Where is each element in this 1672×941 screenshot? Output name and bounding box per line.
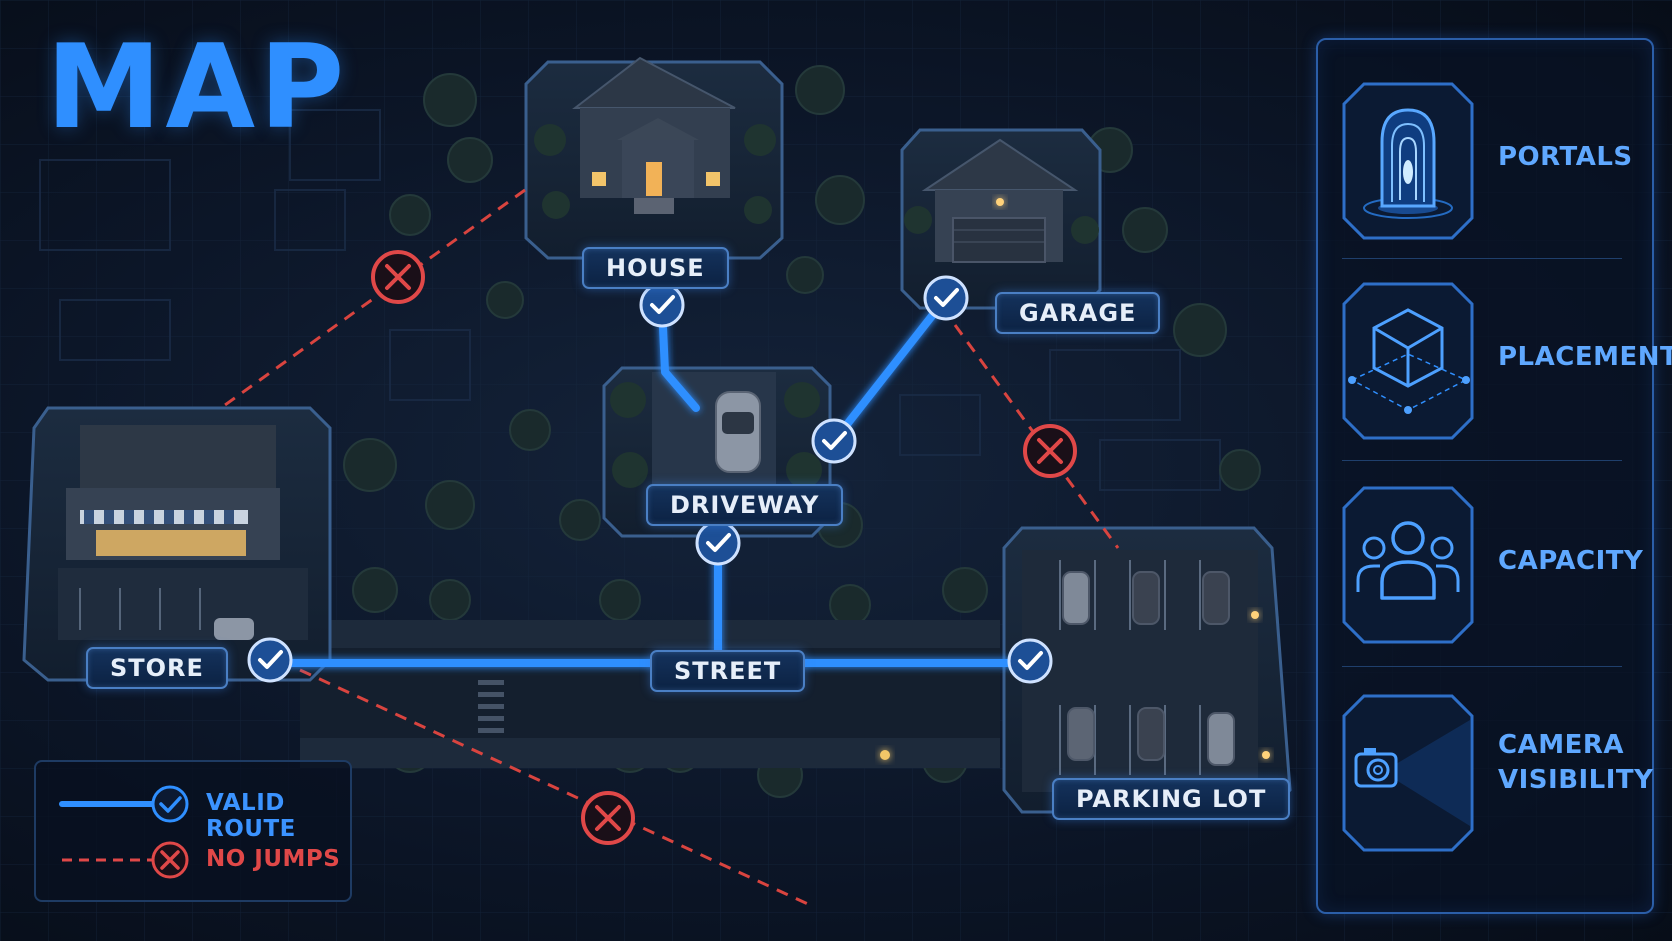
- feature-capacity[interactable]: CAPACITY: [1318, 486, 1652, 656]
- checkpoint-marker[interactable]: [247, 637, 293, 683]
- panel-divider: [1342, 666, 1622, 667]
- legend-valid-route: VALID ROUTE: [58, 784, 348, 842]
- panel-divider: [1342, 258, 1622, 259]
- feature-portals[interactable]: PORTALS: [1318, 82, 1652, 252]
- location-label-parking-lot[interactable]: PARKING LOT: [1052, 778, 1291, 820]
- panel-divider: [1342, 460, 1622, 461]
- background-city: [39, 109, 1221, 491]
- legend-valid-label: VALID ROUTE: [206, 790, 296, 842]
- location-label-store[interactable]: STORE: [86, 647, 228, 689]
- route-legend: VALID ROUTE NO JUMPS: [34, 760, 352, 902]
- feature-portals-text: PORTALS: [1498, 142, 1633, 172]
- feature-capacity-label: CAPACITY: [1498, 544, 1643, 579]
- checkpoint-marker[interactable]: [923, 275, 969, 321]
- people-capacity-icon: [1342, 486, 1474, 644]
- location-label-street[interactable]: STREET: [650, 650, 806, 692]
- legend-no-jumps: NO JUMPS: [58, 840, 348, 880]
- location-label-garage[interactable]: GARAGE: [995, 292, 1161, 334]
- location-label-house[interactable]: HOUSE: [582, 247, 729, 289]
- portal-icon: [1342, 82, 1474, 240]
- garage-tile[interactable]: [900, 128, 1102, 310]
- checkpoint-marker[interactable]: [1007, 638, 1053, 684]
- house-tile[interactable]: [524, 56, 784, 260]
- no-jump-marker: [581, 791, 635, 845]
- location-label-driveway[interactable]: DRIVEWAY: [646, 484, 844, 526]
- parking-lot-tile[interactable]: [1002, 526, 1292, 814]
- no-jumps-icon: [62, 841, 189, 879]
- checkpoint-marker[interactable]: [639, 282, 685, 328]
- valid-route-icon: [59, 785, 189, 823]
- cube-placement-icon: [1342, 282, 1474, 440]
- checkpoint-marker[interactable]: [695, 520, 741, 566]
- street-road: [300, 620, 1000, 768]
- feature-placement[interactable]: PLACEMENT: [1318, 282, 1672, 452]
- feature-camera-visibility-label: CAMERA VISIBILITY: [1498, 728, 1654, 798]
- page-title: MAP: [46, 20, 349, 155]
- feature-capacity-text: CAPACITY: [1498, 546, 1644, 576]
- legend-no-jumps-label: NO JUMPS: [206, 846, 341, 872]
- no-jump-marker: [371, 250, 425, 304]
- feature-placement-label: PLACEMENT: [1498, 340, 1672, 375]
- feature-portals-label: PORTALS: [1498, 140, 1633, 175]
- feature-camera-visibility[interactable]: CAMERA VISIBILITY: [1318, 694, 1654, 894]
- feature-camera-text-line1: CAMERA: [1498, 730, 1624, 760]
- invalid-routes: [224, 188, 1120, 907]
- feature-panel: PORTALS PLACEMENT: [1316, 38, 1672, 914]
- feature-camera-text-line2: VISIBILITY: [1498, 765, 1654, 795]
- no-jump-marker: [1023, 424, 1077, 478]
- feature-placement-text: PLACEMENT: [1498, 342, 1672, 372]
- store-tile[interactable]: [22, 406, 332, 682]
- checkpoint-marker[interactable]: [811, 418, 857, 464]
- camera-visibility-icon: [1342, 694, 1474, 852]
